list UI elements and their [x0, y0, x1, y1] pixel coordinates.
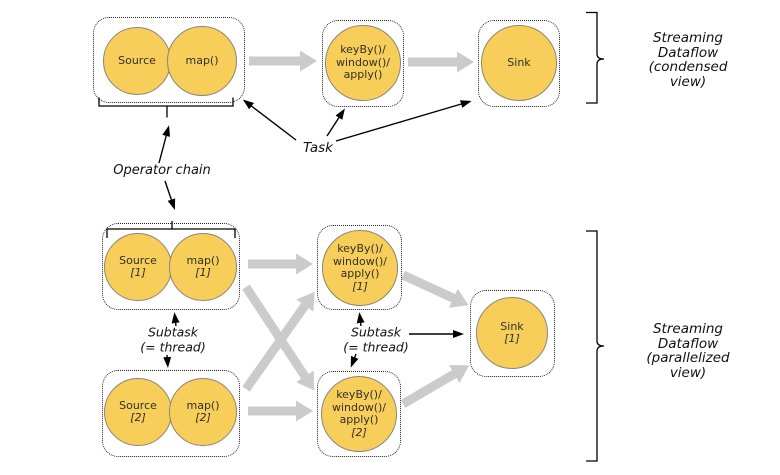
parallel-source2-node: Source [2]: [104, 378, 172, 446]
node-index: [1]: [130, 266, 146, 279]
node-label: keyBy()/ window()/ apply(): [332, 242, 388, 280]
node-index: [2]: [351, 425, 367, 439]
parallel-keyby2-node: keyBy()/ window()/ apply() [2]: [321, 376, 397, 452]
operator-chain-arrow-down: [164, 180, 176, 211]
operator-chain-label: Operator chain: [113, 162, 211, 178]
condensed-sink-node: Sink: [481, 25, 557, 101]
node-label: Source: [118, 53, 156, 67]
node-label: keyBy()/ window()/ apply(): [331, 388, 387, 426]
flow-arrow-map1-to-keyby2: [242, 284, 315, 391]
condensed-keyby-node: keyBy()/ window()/ apply(): [325, 25, 401, 101]
parallel-chain1-box: [102, 223, 240, 310]
node-index: [2]: [130, 411, 146, 424]
parallel-map2-node: map() [2]: [169, 378, 237, 446]
node-label: keyBy()/ window()/ apply(): [335, 43, 391, 82]
parallel-sink1-box: [470, 290, 555, 377]
flow-arrow-keyby1-to-sink1: [401, 270, 469, 308]
node-index: [1]: [195, 266, 211, 279]
node-label: map(): [186, 253, 220, 267]
node-label: Sink: [500, 319, 524, 333]
parallel-keyby1-node: keyBy()/ window()/ apply() [1]: [322, 230, 398, 306]
condensed-sink-box: [478, 20, 560, 107]
task-arrow-to-sink-box: [335, 100, 472, 142]
node-label: Source: [119, 398, 157, 412]
task-label: Task: [303, 139, 333, 156]
condensed-operator-chain-box: [93, 17, 245, 103]
subtask-left-label: Subtask (= thread): [140, 324, 206, 354]
condensed-map-node: map(): [167, 26, 237, 96]
node-index: [1]: [352, 279, 368, 293]
annotation-arrows: [158, 99, 472, 368]
parallel-keyby2-box: [317, 371, 401, 457]
parallelized-view-bracket: [586, 230, 605, 462]
flow-arrows: [242, 50, 474, 422]
node-label: map(): [186, 398, 220, 412]
subtask-middle-label: Subtask (= thread): [343, 324, 409, 354]
flow-arrow-keyby2-to-sink1: [400, 364, 469, 408]
node-label: map(): [185, 53, 219, 67]
condensed-source-node: Source: [103, 27, 171, 95]
task-arrow-to-keyby-box: [326, 108, 345, 137]
subtask-middle-arrow-down: [350, 353, 359, 368]
parallel-sink1-node: Sink [1]: [476, 297, 548, 369]
flow-arrow-map2-to-keyby1: [242, 291, 315, 392]
subtask-middle-arrow-up: [356, 312, 365, 327]
parallel-chain2-box: [102, 370, 240, 457]
parallelized-view-title: Streaming Dataflow (parallelized view): [646, 321, 730, 381]
operator-chain-arrow-up: [158, 125, 171, 164]
node-label: Sink: [507, 55, 531, 69]
task-arrow-to-chain-box: [242, 99, 297, 141]
parallel-source1-node: Source [1]: [104, 233, 172, 301]
condensed-view-bracket: [586, 11, 605, 104]
parallel-map1-node: map() [1]: [169, 233, 237, 301]
node-index: [2]: [195, 411, 211, 424]
parallel-keyby1-box: [317, 225, 402, 310]
node-index: [1]: [504, 332, 520, 345]
subtask-left-arrow-up: [171, 312, 180, 327]
condensed-keyby-box: [322, 20, 404, 107]
node-label: Source: [119, 253, 157, 267]
condensed-view-title: Streaming Dataflow (condensed view): [648, 30, 728, 90]
